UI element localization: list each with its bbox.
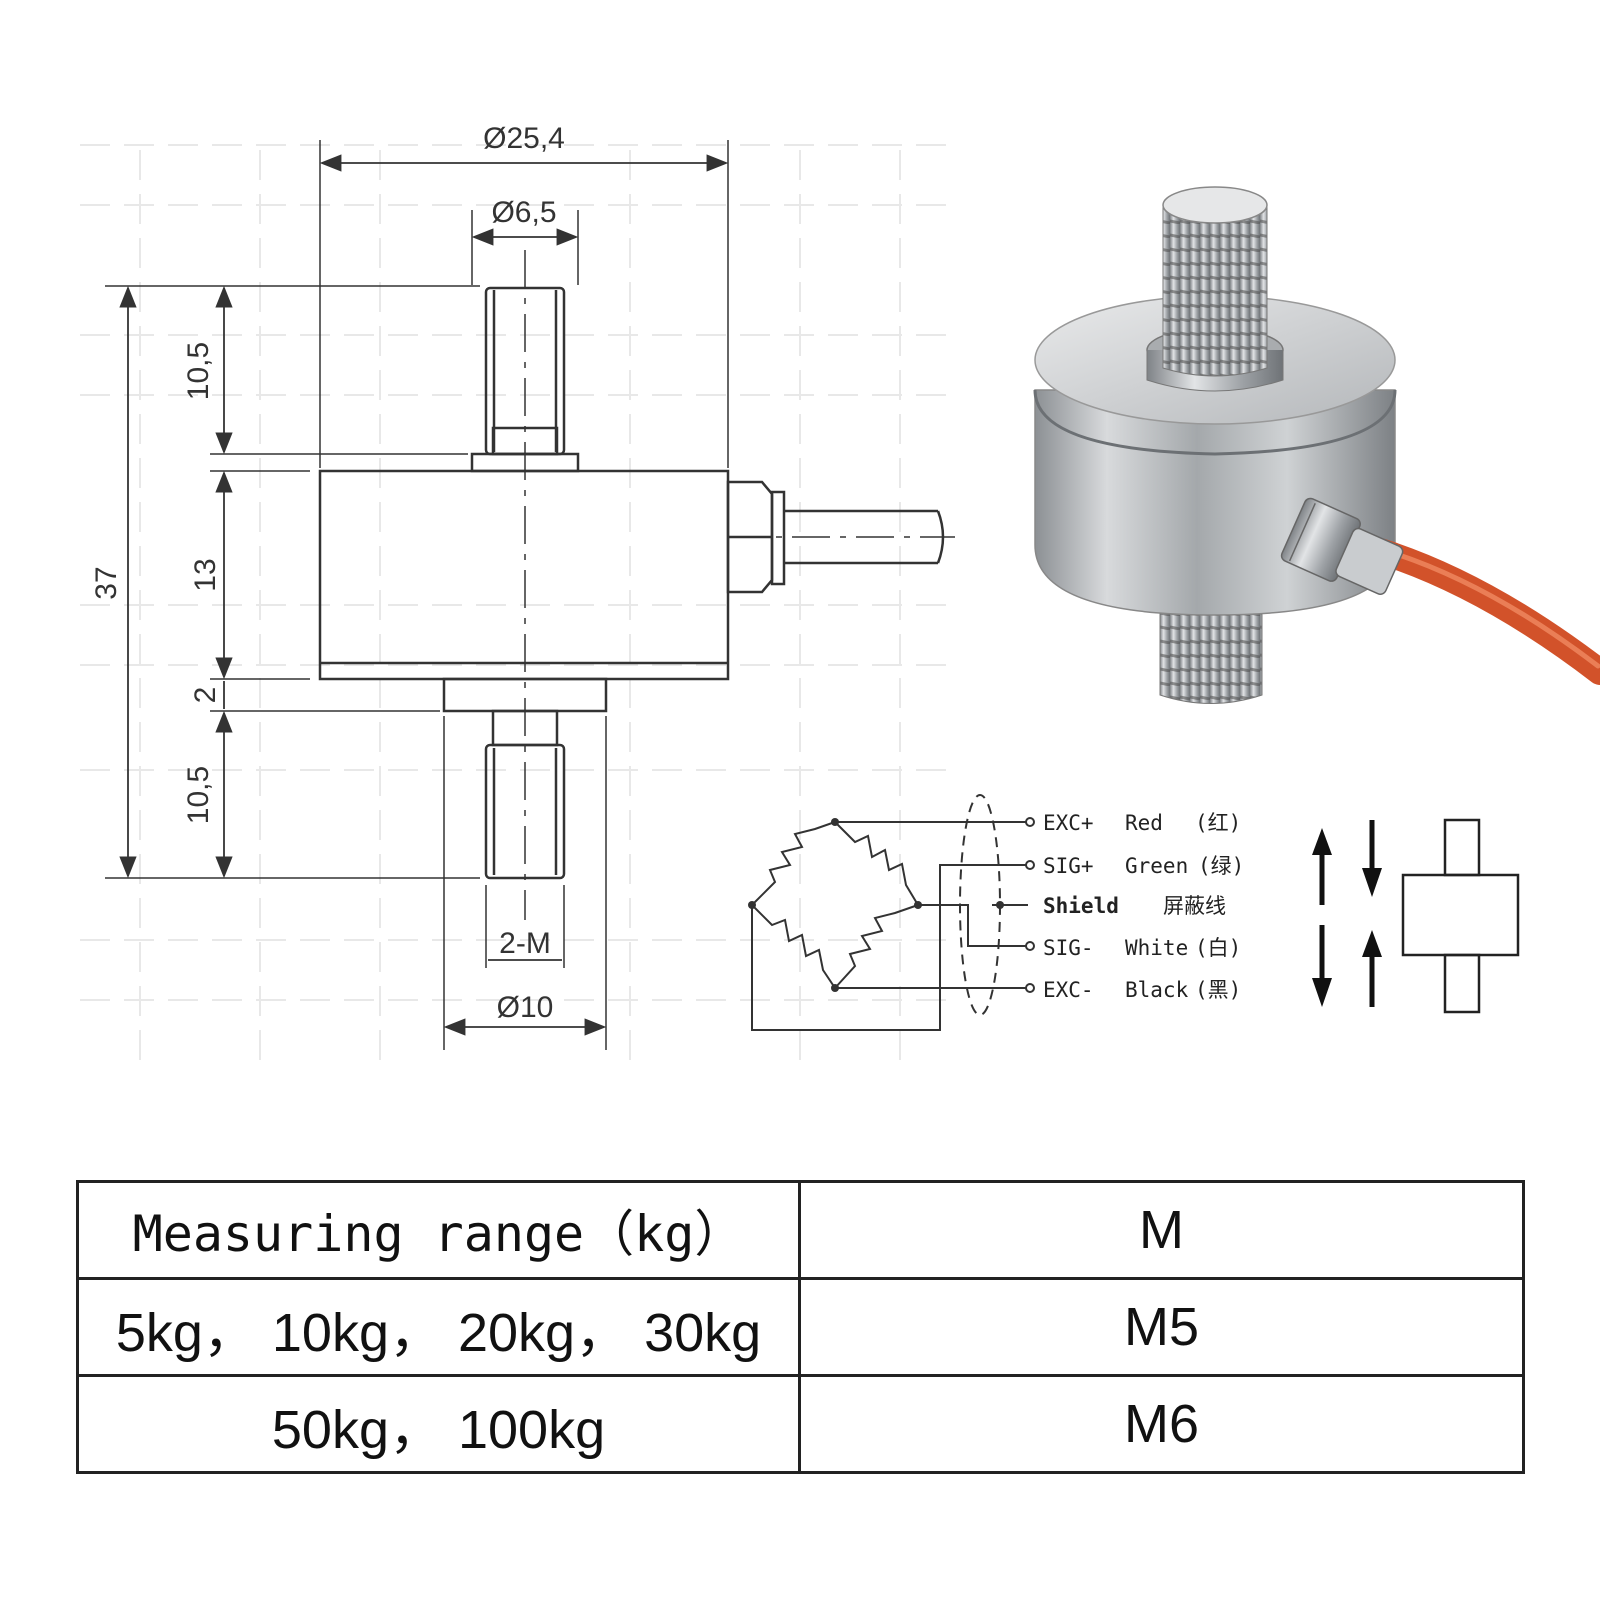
cell-thread: M5 bbox=[798, 1277, 1525, 1377]
wire-color: Red bbox=[1125, 811, 1163, 835]
wire-code: SIG- bbox=[1043, 936, 1094, 960]
dim-bottom-stud-length: 10,5 bbox=[182, 766, 215, 824]
dim-top-stud-length: 10,5 bbox=[182, 342, 215, 400]
wire-cn: 屏蔽线 bbox=[1163, 894, 1226, 918]
resistor-top-right bbox=[834, 821, 919, 906]
resistor-bottom-left bbox=[751, 904, 836, 989]
technical-drawing: Ø25,4 Ø6,5 10,5 37 13 2 10,5 2-M Ø10 bbox=[80, 122, 1600, 1060]
resistor-top-left bbox=[751, 821, 836, 906]
dim-base-height: 2 bbox=[189, 687, 222, 704]
header-thread: M bbox=[798, 1180, 1525, 1280]
wire-color: Green bbox=[1125, 854, 1188, 878]
center-lines bbox=[524, 250, 955, 920]
wire-code: EXC+ bbox=[1043, 811, 1094, 835]
extension-lines bbox=[105, 140, 729, 1050]
dim-total-height: 37 bbox=[90, 566, 123, 599]
cable-photo bbox=[1357, 535, 1600, 685]
bottom-thread bbox=[1159, 599, 1263, 704]
wire-cn: (红) bbox=[1195, 811, 1241, 835]
wire-color: White bbox=[1125, 936, 1188, 960]
wire-code: EXC- bbox=[1043, 978, 1094, 1002]
wire-cn: (黑) bbox=[1195, 978, 1241, 1002]
dim-body-diameter: Ø25,4 bbox=[483, 122, 565, 155]
cell-range: 5kg， 10kg， 20kg， 30kg bbox=[76, 1277, 801, 1377]
dim-stud-diameter: Ø6,5 bbox=[491, 196, 556, 229]
main-body bbox=[318, 469, 730, 681]
table-header-row: Measuring range（kg） M bbox=[76, 1180, 1525, 1280]
dim-thread-label: 2-M bbox=[499, 927, 551, 960]
wire-cn: (白) bbox=[1195, 936, 1241, 960]
dimension-arrows bbox=[119, 154, 729, 1036]
dim-body-height: 13 bbox=[189, 558, 222, 591]
cable-gland-photo bbox=[1280, 497, 1404, 595]
table-row: 50kg， 100kg M6 bbox=[76, 1374, 1525, 1474]
wire-code: Shield bbox=[1043, 894, 1119, 918]
sensor-symbol bbox=[1401, 818, 1520, 1014]
resistor-bottom-right bbox=[834, 904, 919, 989]
wiring-diagram bbox=[748, 794, 1035, 1031]
cell-range: 50kg， 100kg bbox=[76, 1374, 801, 1474]
top-thread bbox=[1162, 204, 1268, 377]
wire-cn: (绿) bbox=[1198, 854, 1244, 878]
background-dashes bbox=[80, 144, 960, 1060]
load-cell-photo bbox=[1033, 186, 1600, 704]
spec-table: Measuring range（kg） M 5kg， 10kg， 20kg， 3… bbox=[76, 1180, 1525, 1474]
force-direction-arrows bbox=[1312, 820, 1382, 1007]
table-row: 5kg， 10kg， 20kg， 30kg M5 bbox=[76, 1277, 1525, 1377]
cell-thread: M6 bbox=[798, 1374, 1525, 1474]
wire-color: Black bbox=[1125, 978, 1189, 1002]
header-range: Measuring range（kg） bbox=[76, 1180, 801, 1280]
wiring-labels: EXC+ Red (红) SIG+ Green (绿) Shield 屏蔽线 S… bbox=[1043, 811, 1244, 1002]
dim-base-diameter: Ø10 bbox=[497, 991, 554, 1024]
sensor-outline bbox=[318, 286, 945, 880]
wire-code: SIG+ bbox=[1043, 854, 1094, 878]
